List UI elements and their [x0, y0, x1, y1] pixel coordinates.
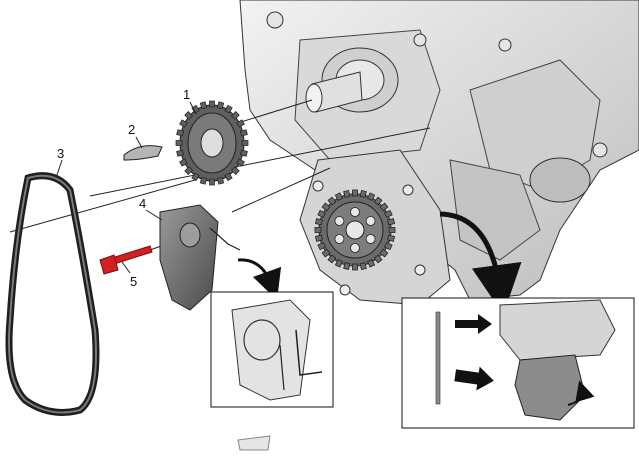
cropped-part — [237, 435, 271, 451]
gear-tooth — [359, 189, 367, 198]
gear-tooth — [314, 218, 323, 226]
gear-tooth — [373, 196, 383, 206]
gear-tooth — [379, 202, 389, 212]
gear-tooth — [387, 218, 396, 226]
oil-pump-sprocket-icon — [314, 189, 396, 271]
crank-sprocket-icon — [175, 100, 249, 186]
gear-tooth — [314, 234, 323, 242]
gear-tooth — [199, 101, 208, 110]
gear-tooth — [176, 149, 185, 157]
gear-tooth — [199, 176, 208, 185]
gear-tooth — [352, 263, 358, 271]
crankshaft-nose — [305, 71, 363, 113]
callout-2: 2 — [128, 122, 136, 137]
gear-tooth — [387, 234, 396, 242]
gear-tooth — [321, 248, 331, 258]
gear-tooth — [343, 262, 351, 271]
gear-tooth — [384, 241, 393, 251]
callout-1: 1 — [183, 87, 191, 102]
gear-tooth — [327, 196, 337, 206]
gear-tooth — [184, 166, 194, 175]
gear-tooth — [334, 259, 344, 268]
gear-tooth — [209, 178, 215, 186]
bolt-icon — [99, 245, 153, 275]
gear-tooth — [314, 227, 322, 233]
gear-tooth — [343, 189, 351, 198]
gear-tooth — [236, 158, 245, 167]
gear-tooth — [239, 149, 248, 157]
gear-tooth — [352, 189, 358, 197]
gear-tooth — [334, 192, 344, 201]
gear-tooth — [317, 241, 326, 251]
gear-tooth — [366, 259, 376, 268]
tensioner-cover-icon — [159, 204, 241, 311]
alignment-lines — [9, 99, 431, 251]
gear-tooth — [327, 254, 337, 264]
gear-tooth — [179, 119, 188, 128]
gear-tooth — [230, 166, 240, 175]
gear-tooth — [179, 158, 188, 167]
woodruff-key-icon — [123, 145, 163, 161]
gear-tooth — [241, 140, 249, 146]
gear-tooth — [317, 209, 326, 219]
gear-tooth — [366, 192, 376, 201]
gear-tooth — [373, 254, 383, 264]
callout-3: 3 — [57, 146, 65, 161]
detail-box-cover — [210, 291, 334, 408]
gear-tooth — [384, 209, 393, 219]
detail-arrow-icon-2 — [439, 211, 522, 315]
gear-tooth — [224, 172, 233, 182]
gear-tooth — [239, 129, 248, 137]
gear-tooth — [321, 202, 331, 212]
gear-tooth — [191, 104, 200, 114]
callout-4: 4 — [139, 196, 147, 211]
detail-arrow-icon — [237, 258, 282, 301]
gear-tooth — [236, 119, 245, 128]
gear-tooth — [216, 101, 225, 110]
gear-tooth — [379, 248, 389, 258]
gear-tooth — [184, 111, 194, 120]
callout-5: 5 — [130, 274, 138, 289]
belt-icon — [5, 172, 100, 416]
gear-tooth — [176, 129, 185, 137]
gear-tooth — [224, 104, 233, 114]
gear-tooth — [216, 176, 225, 185]
detail-box-pump — [401, 297, 635, 429]
gear-tooth — [175, 140, 183, 146]
gear-tooth — [209, 100, 215, 108]
gear-tooth — [388, 227, 396, 233]
gear-tooth — [191, 172, 200, 182]
gear-tooth — [359, 262, 367, 271]
gear-tooth — [230, 111, 240, 120]
